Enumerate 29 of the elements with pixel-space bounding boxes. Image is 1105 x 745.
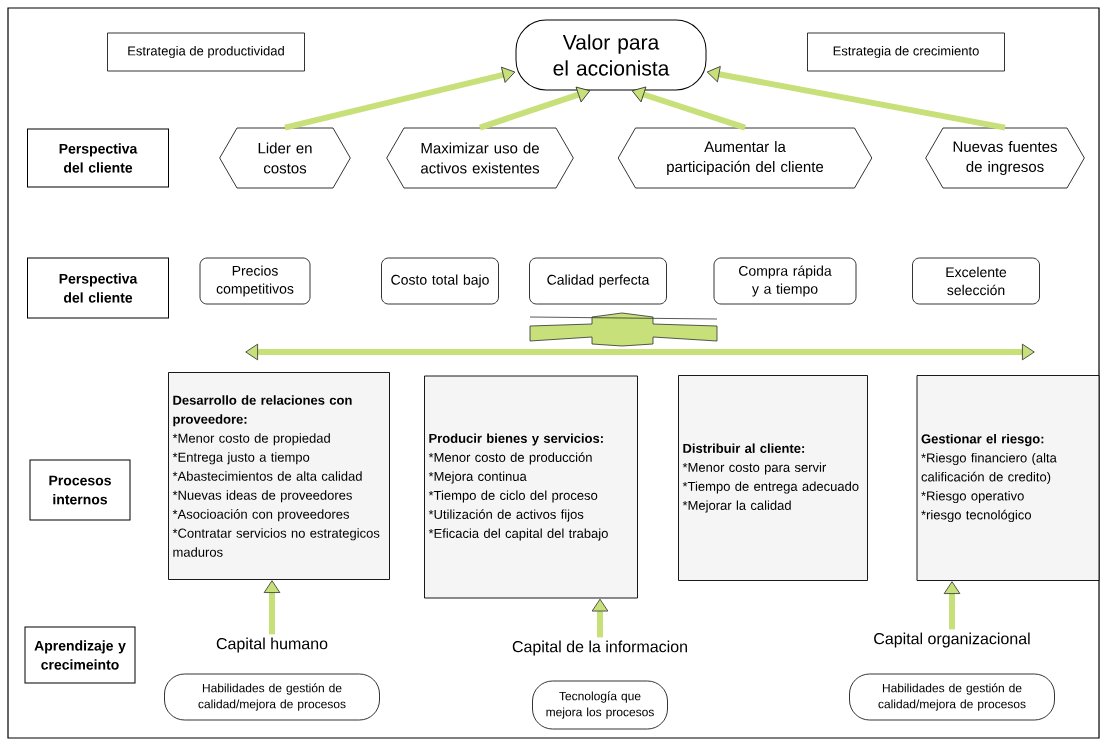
arrow (943, 581, 961, 630)
capital-heading: Capital humano (216, 637, 328, 653)
row-label-box: Aprendizaje y crecimeinto (24, 626, 136, 684)
strategy-box: Estrategia de crecimiento (807, 32, 1005, 72)
objective-hexagon: Lider en costos (219, 127, 351, 189)
arrow (706, 66, 1006, 131)
arrow (263, 580, 281, 635)
arrow (284, 66, 516, 131)
capital-heading: Capital de la informacion (512, 640, 687, 656)
arrow (591, 598, 609, 638)
process-box: Producir bienes y servicios: *Menor costo de producción *Mejora continua *Tiempo de ciclo del proceso *Utilización de activos fijos *Eficacia del capital del trabajo (424, 375, 638, 599)
row-label-box: Perspectiva del cliente (27, 257, 169, 319)
value-box: Precios competitivos (199, 257, 311, 305)
objective-hexagon: Nuevas fuentes de ingresos (925, 127, 1085, 189)
value-box: Costo total bajo (381, 257, 499, 305)
value-box: Excelente selección (912, 257, 1040, 305)
row-label-box: Procesos internos (29, 459, 131, 521)
arrow (479, 86, 591, 131)
objective-hexagon: Aumentar la participación del cliente (617, 127, 873, 189)
capital-heading: Capital organizacional (874, 632, 1030, 648)
value-box: Compra rápida y a tiempo (713, 257, 857, 305)
objective-hexagon: Maximizar uso de activos existentes (386, 127, 574, 189)
value-box: Calidad perfecta (529, 257, 667, 305)
process-box: Distribuir al cliente: *Menor costo para servir *Tiempo de entrega adecuado *Mejorar la calidad (678, 375, 868, 581)
process-box: Desarrollo de relaciones con proveedore: *Menor costo de propiedad *Entrega justo a tiempo *Abastecimientos de alta calidad *Nuevas ideas de proveedores *Asocioación con proveedores *Contratar servicios no estrategicos maduros (168, 372, 390, 580)
row-label-box: Perspectiva del cliente (27, 128, 169, 188)
strategy-box: Estrategia de productividad (107, 32, 305, 72)
arrow (631, 86, 746, 131)
process-box: Gestionar el riesgo: *Riesgo financiero (alta calificación de credito) *Riesgo operativo *riesgo tecnológico (916, 375, 1100, 581)
